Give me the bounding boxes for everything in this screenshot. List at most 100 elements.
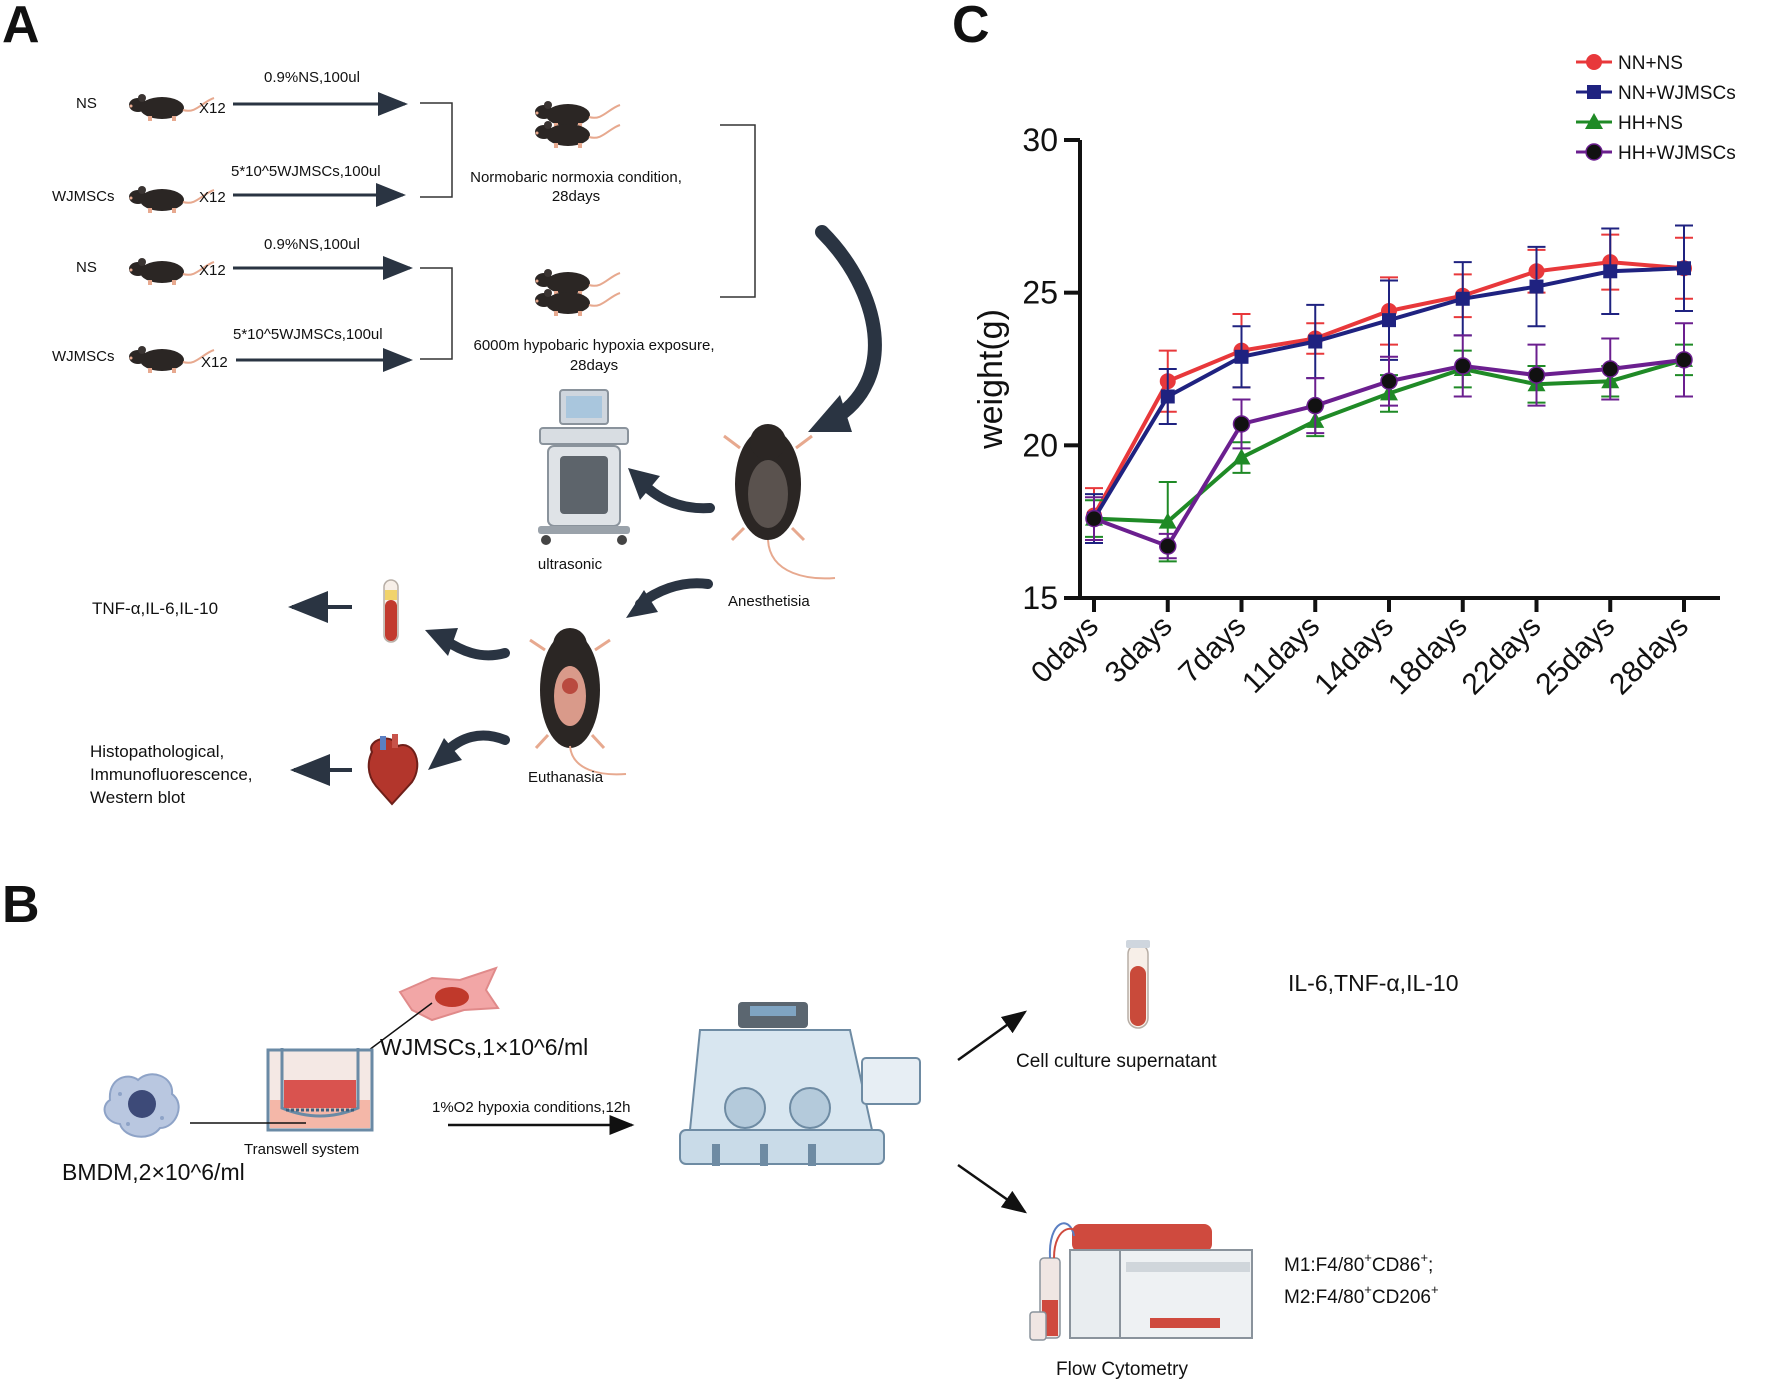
blood-tube-icon	[1126, 940, 1150, 1029]
flow-label: Flow Cytometry	[1056, 1359, 1188, 1380]
flow-arrow-head	[428, 738, 462, 770]
normoxia-line2: 28days	[552, 188, 600, 205]
data-point	[1454, 357, 1472, 375]
legend-marker	[1585, 113, 1603, 129]
series-HH+WJMSCs	[1085, 322, 1693, 560]
legend-label: NN+NS	[1618, 53, 1683, 74]
blood-tube-icon	[383, 579, 399, 643]
flow-arrow-head	[626, 590, 658, 618]
x-tick-label: 22days	[1456, 610, 1548, 702]
legend-marker	[1587, 85, 1601, 99]
data-point	[1675, 351, 1693, 369]
group-2-count: X12	[199, 189, 226, 206]
hypoxia-line1: 6000m hypobaric hypoxia exposure,	[474, 337, 715, 354]
data-point	[1158, 512, 1177, 529]
x-tick-label: 18days	[1382, 610, 1474, 702]
x-tick-label: 11days	[1236, 610, 1326, 700]
group-row-1: NS X12 0.9%NS,100ul	[76, 69, 408, 122]
ultrasound-machine-icon	[538, 389, 630, 545]
heart-icon	[367, 734, 419, 806]
group-1-treatment: 0.9%NS,100ul	[264, 69, 360, 86]
data-point	[1601, 360, 1619, 378]
flow-arrow-large	[815, 225, 882, 427]
panel-b-letter: B	[2, 876, 40, 934]
legend-label: HH+NS	[1618, 113, 1683, 134]
panel-a-letter: A	[2, 0, 40, 54]
data-point	[1308, 334, 1323, 349]
mouse-pair-icon	[534, 268, 621, 317]
euthanasia-label: Euthanasia	[528, 769, 604, 786]
flow-arrow-head	[425, 628, 458, 656]
hypoxia-chamber-icon	[679, 1002, 921, 1166]
m1-label: M1:F4/80+CD86+;	[1284, 1250, 1433, 1276]
panel-b: B WJMSCs,1×10^6/ml Transwell system BMDM…	[2, 876, 1459, 1380]
anesthetized-mouse-icon	[723, 424, 836, 580]
output-arrow	[957, 1163, 1028, 1214]
analysis-line3: Western blot	[90, 788, 185, 807]
y-tick-label: 15	[1022, 580, 1058, 616]
analysis-line1: Histopathological,	[90, 742, 224, 761]
flow-arrow	[440, 635, 510, 661]
cytokine-label-b: IL-6,TNF-α,IL-10	[1288, 970, 1459, 996]
flow-arrow	[441, 730, 510, 757]
group-2-treatment: 5*10^5WJMSCs,100ul	[231, 163, 381, 180]
output-arrow	[957, 1010, 1028, 1062]
stem-cell-icon	[398, 966, 500, 1022]
data-point	[1382, 313, 1396, 328]
legend-label: NN+WJMSCs	[1618, 83, 1736, 104]
y-tick-label: 30	[1022, 122, 1058, 158]
data-point	[1527, 366, 1546, 384]
supernatant-label: Cell culture supernatant	[1016, 1051, 1217, 1072]
normoxia-line1: Normobaric normoxia condition,	[470, 169, 682, 186]
x-tick-label: 3days	[1099, 610, 1179, 690]
x-tick-label: 0days	[1025, 610, 1105, 690]
y-axis-title: weight(g)	[972, 309, 1010, 450]
legend-marker	[1586, 54, 1602, 70]
m2-label: M2:F4/80+CD206+	[1284, 1282, 1439, 1308]
y-tick-label: 20	[1022, 427, 1058, 463]
group-3-count: X12	[199, 262, 226, 279]
x-tick-label: 14days	[1308, 610, 1400, 702]
hypoxia-line2: 28days	[570, 357, 618, 374]
data-point	[1234, 349, 1249, 364]
data-point	[1232, 448, 1251, 465]
group-1-count: X12	[199, 100, 226, 117]
group-row-4: WJMSCs X12 5*10^5WJMSCs,100ul	[52, 326, 413, 374]
group-4-count: X12	[201, 354, 228, 371]
y-tick-label: 25	[1022, 275, 1058, 311]
transwell-label: Transwell system	[244, 1141, 359, 1158]
legend-marker	[1585, 143, 1603, 161]
hypoxia-label: 1%O2 hypoxia conditions,12h	[432, 1099, 630, 1116]
data-point	[1306, 396, 1324, 415]
weight-chart: 152025300days3days7days11days14days18day…	[972, 53, 1736, 701]
wjmscs-label: WJMSCs,1×10^6/ml	[380, 1034, 588, 1060]
panel-a: A NS X12 0.9%NS,100ul WJMSCs X12 5*10^5W…	[2, 0, 882, 807]
dissected-mouse-icon	[529, 628, 627, 776]
ultrasonic-label: ultrasonic	[538, 556, 603, 573]
bracket	[420, 267, 453, 360]
data-point	[1677, 261, 1691, 276]
group-row-3: NS X12 0.9%NS,100ul	[76, 236, 413, 286]
group-1-label: NS	[76, 95, 97, 112]
bmdm-label: BMDM,2×10^6/ml	[62, 1159, 245, 1185]
macrophage-icon	[103, 1073, 180, 1138]
bracket	[720, 124, 756, 298]
flow-arrow-head	[628, 468, 660, 500]
data-point	[1159, 537, 1177, 555]
data-point	[1160, 389, 1175, 404]
data-point	[1603, 264, 1618, 279]
x-tick-label: 28days	[1603, 610, 1695, 702]
data-point	[1455, 291, 1470, 306]
group-4-treatment: 5*10^5WJMSCs,100ul	[233, 326, 383, 343]
group-2-label: WJMSCs	[52, 188, 115, 205]
anesthetisia-label: Anesthetisia	[728, 593, 810, 610]
group-3-label: NS	[76, 259, 97, 276]
flow-arrow-head	[808, 395, 852, 432]
bracket	[420, 102, 453, 198]
panel-c-letter: C	[952, 0, 990, 54]
data-point	[1232, 415, 1251, 433]
group-3-treatment: 0.9%NS,100ul	[264, 236, 360, 253]
transwell-icon	[266, 1048, 374, 1132]
